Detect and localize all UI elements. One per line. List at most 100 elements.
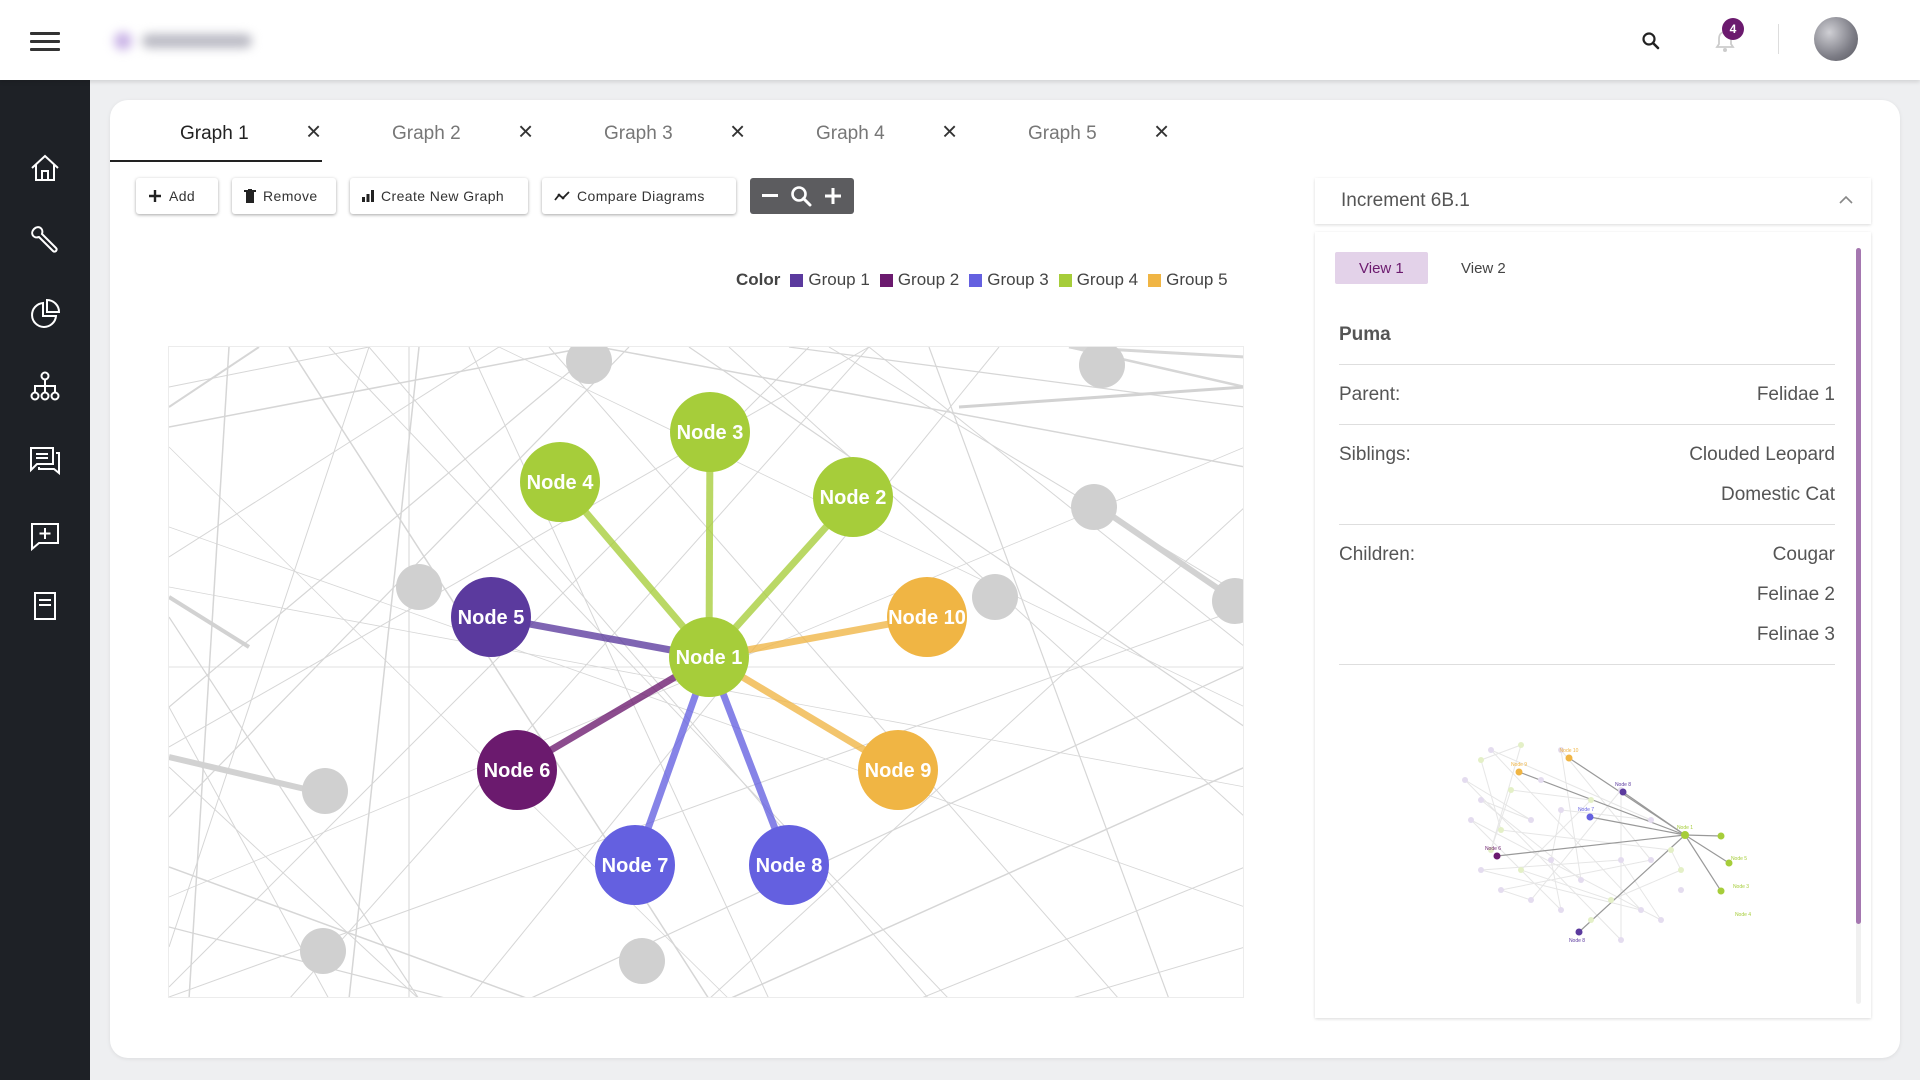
minimap-edges xyxy=(1464,744,1730,941)
minimap-node xyxy=(1678,887,1684,893)
graph-node[interactable]: Node 10 xyxy=(887,577,967,657)
legend-item-group-3: Group 3 xyxy=(969,270,1049,290)
sidebar xyxy=(0,80,90,1080)
bar-chart-icon xyxy=(362,190,374,202)
tab-graph-3[interactable]: Graph 3 × xyxy=(534,114,746,162)
node-label: Node 7 xyxy=(602,855,669,877)
minimap-node xyxy=(1488,847,1494,853)
minimap-node xyxy=(1681,831,1689,839)
increment-header[interactable]: Increment 6B.1 xyxy=(1315,178,1871,224)
plus-icon xyxy=(148,189,162,203)
detail-title: Puma xyxy=(1339,324,1391,345)
inactive-node xyxy=(396,564,442,610)
graph-node[interactable]: Node 3 xyxy=(670,392,750,472)
graph-node[interactable]: Node 1 xyxy=(669,617,749,697)
minimap-node xyxy=(1717,887,1725,895)
network-graph[interactable]: Node 1 Node 2 Node 3 Node 4 Node 5 Node 6 Node… xyxy=(168,346,1244,998)
minimap-label: Node 3 xyxy=(1733,884,1749,890)
child-item: Felinae 3 xyxy=(1756,624,1835,645)
graph-node[interactable]: Node 9 xyxy=(858,730,938,810)
siblings-label: Siblings: xyxy=(1339,444,1411,465)
inactive-node xyxy=(1212,578,1243,624)
graph-node[interactable]: Node 5 xyxy=(451,577,531,657)
graph-node[interactable]: Node 2 xyxy=(813,457,893,537)
inactive-node xyxy=(972,574,1018,620)
tab-view-1[interactable]: View 1 xyxy=(1335,252,1428,284)
main-card: Graph 1 × Graph 2 × Graph 3 × Graph 4 × … xyxy=(110,100,1900,1058)
close-icon[interactable]: × xyxy=(942,116,958,146)
tab-view-2[interactable]: View 2 xyxy=(1461,259,1506,277)
app-logo xyxy=(110,26,260,54)
chevron-up-icon[interactable] xyxy=(1839,192,1853,210)
zoom-search-icon[interactable] xyxy=(790,185,812,207)
minimap-node xyxy=(1618,857,1624,863)
remove-button[interactable]: Remove xyxy=(232,178,336,214)
tab-graph-1[interactable]: Graph 1 × xyxy=(110,114,322,162)
notification-badge: 4 xyxy=(1722,18,1744,40)
minimap-label: Node 6 xyxy=(1485,846,1501,852)
compare-label: Compare Diagrams xyxy=(577,188,705,204)
close-icon[interactable]: × xyxy=(306,116,322,146)
graph-node[interactable]: Node 7 xyxy=(595,825,675,905)
inactive-node xyxy=(619,938,665,984)
graph-node[interactable]: Node 6 xyxy=(477,730,557,810)
user-avatar[interactable] xyxy=(1814,17,1858,61)
add-button[interactable]: Add xyxy=(136,178,218,214)
minimap-node xyxy=(1575,928,1583,936)
minimap-node xyxy=(1493,852,1501,860)
minimap-node xyxy=(1462,777,1468,783)
minimap-label: Node 5 xyxy=(1731,856,1747,862)
node-label: Node 1 xyxy=(676,647,743,669)
node-label: Node 3 xyxy=(677,422,744,444)
divider xyxy=(1339,524,1835,525)
org-chart-icon xyxy=(30,371,60,401)
tab-label: Graph 3 xyxy=(604,123,673,144)
zoom-out-button[interactable] xyxy=(762,194,778,198)
close-icon[interactable]: × xyxy=(518,116,534,146)
inactive-node xyxy=(1079,347,1125,388)
sidebar-item-analytics[interactable] xyxy=(27,296,63,332)
tab-graph-5[interactable]: Graph 5 × xyxy=(958,114,1170,162)
line-chart-icon xyxy=(554,190,570,202)
sidebar-item-new-comment[interactable] xyxy=(27,518,63,554)
sidebar-item-tools[interactable] xyxy=(27,222,63,258)
create-new-graph-button[interactable]: Create New Graph xyxy=(350,178,528,214)
tab-graph-4[interactable]: Graph 4 × xyxy=(746,114,958,162)
legend-item-group-2: Group 2 xyxy=(879,270,959,290)
sidebar-item-home[interactable] xyxy=(27,150,63,186)
background-nodes xyxy=(300,347,1243,984)
graph-node[interactable]: Node 8 xyxy=(749,825,829,905)
close-icon[interactable]: × xyxy=(730,116,746,146)
graph-node[interactable]: Node 4 xyxy=(520,442,600,522)
scrollbar-thumb[interactable] xyxy=(1856,248,1861,924)
node-label: Node 9 xyxy=(865,760,932,782)
search-icon[interactable] xyxy=(1636,26,1666,56)
legend-item-group-5: Group 5 xyxy=(1148,270,1228,290)
minimap-node xyxy=(1588,797,1594,803)
detail-panel: View 1 View 2 Puma Parent: Felidae 1 Sib… xyxy=(1315,232,1871,1018)
minimap-node xyxy=(1578,877,1584,883)
node-label: Node 2 xyxy=(820,487,887,509)
minimap-node xyxy=(1648,857,1654,863)
trash-icon xyxy=(244,189,256,203)
compare-diagrams-button[interactable]: Compare Diagrams xyxy=(542,178,736,214)
close-icon[interactable]: × xyxy=(1154,116,1170,146)
tab-label: Graph 1 xyxy=(180,123,249,144)
zoom-in-button[interactable] xyxy=(824,187,842,205)
hamburger-icon[interactable] xyxy=(30,32,60,52)
sibling-item: Clouded Leopard xyxy=(1689,444,1835,465)
tab-label: Graph 5 xyxy=(1028,123,1097,144)
minimap-node xyxy=(1548,857,1554,863)
tab-graph-2[interactable]: Graph 2 × xyxy=(322,114,534,162)
sidebar-item-document[interactable] xyxy=(27,588,63,624)
home-icon xyxy=(31,154,59,181)
minimap-node xyxy=(1558,747,1564,753)
sidebar-item-hierarchy[interactable] xyxy=(27,368,63,404)
scrollbar[interactable] xyxy=(1856,248,1861,1004)
minimap-node xyxy=(1618,937,1624,943)
sidebar-item-messages[interactable] xyxy=(27,442,63,478)
minimap-node xyxy=(1478,757,1484,763)
tab-label: Graph 2 xyxy=(392,123,461,144)
